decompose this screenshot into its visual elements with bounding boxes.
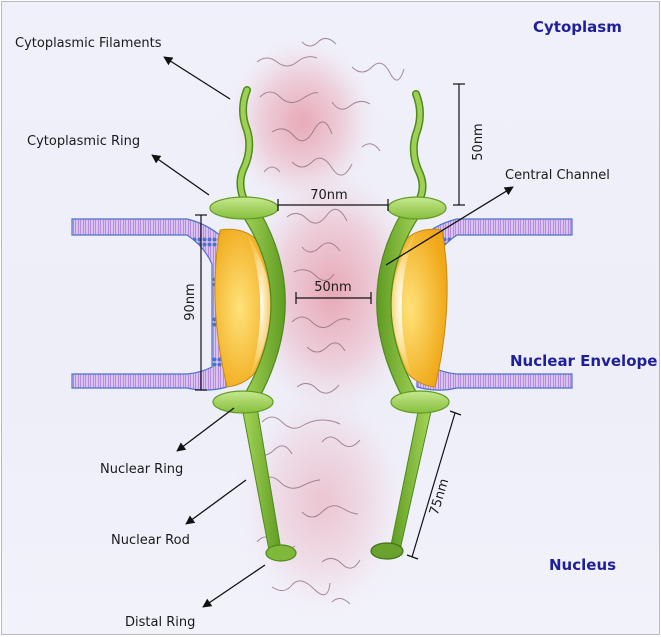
cytoplasmic-ring-left [209, 196, 279, 220]
nuclear-envelope-left [71, 218, 228, 391]
region-nucleus: Nucleus [549, 556, 616, 574]
dimension-filament-label: 50nm [471, 123, 486, 160]
fg-filaments [251, 38, 405, 605]
dimension-envelope-90nm [195, 214, 207, 391]
label-cytoplasmic-ring: Cytoplasmic Ring [27, 134, 140, 149]
cytoplasmic-filament-right [409, 90, 427, 206]
distal-ring-left [265, 544, 297, 562]
cytoplasmic-ring-right [387, 196, 447, 220]
distal-ring-right [370, 542, 404, 560]
nuclear-ring-left [212, 390, 274, 414]
cytoplasmic-filament-left [236, 86, 254, 206]
pointer-arrows [151, 56, 514, 608]
dimension-envelope-label: 90nm [183, 283, 198, 320]
region-nuclear-envelope: Nuclear Envelope [510, 352, 657, 370]
dimension-ring-gap-70nm [277, 199, 389, 211]
label-distal-ring: Distal Ring [125, 615, 195, 630]
label-nuclear-ring: Nuclear Ring [100, 462, 183, 477]
dimension-rod-75nm [406, 410, 462, 560]
region-cytoplasm: Cytoplasm [533, 18, 622, 36]
dimension-filament-50nm [453, 83, 465, 206]
dimension-channel-label: 50nm [314, 280, 351, 295]
label-cytoplasmic-filaments: Cytoplasmic Filaments [15, 36, 162, 51]
dimension-rod-label: 75nm [427, 477, 452, 517]
label-nuclear-rod: Nuclear Rod [111, 533, 190, 548]
dimension-ring-gap-label: 70nm [310, 188, 347, 203]
nuclear-ring-right [390, 390, 450, 414]
dimension-channel-50nm [295, 292, 372, 304]
label-central-channel: Central Channel [505, 168, 610, 183]
